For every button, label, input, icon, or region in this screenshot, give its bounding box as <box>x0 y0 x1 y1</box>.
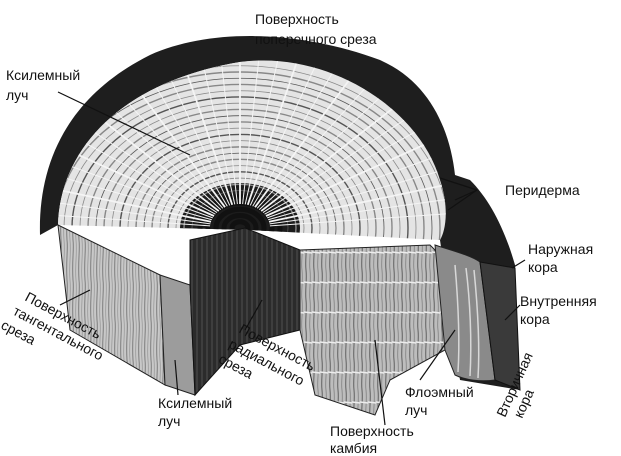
radial-face <box>299 244 446 416</box>
medullary-ray <box>268 180 446 223</box>
label-outer-bark: Наружная кора <box>528 241 597 275</box>
medullary-ray <box>265 137 440 217</box>
medullary-ray <box>264 124 429 215</box>
growth-ring <box>213 206 267 240</box>
medullary-ray <box>58 196 211 225</box>
label-xylem-ray-bottom: Ксилемный луч <box>158 395 236 429</box>
medullary-ray <box>244 60 281 205</box>
secondary-bark-face <box>479 261 521 391</box>
label-xylem-ray-top: Ксилемный луч <box>6 67 84 103</box>
medullary-ray <box>142 64 228 207</box>
medullary-ray <box>58 211 211 227</box>
medullary-ray <box>58 165 212 221</box>
label-cambium: Поверхность камбия <box>330 423 418 456</box>
medullary-ray <box>252 64 338 207</box>
medullary-ray <box>269 196 446 225</box>
label-inner-bark: Внутренняя кора <box>520 293 601 327</box>
phloem-streaks <box>454 264 480 379</box>
growth-ring <box>221 213 259 240</box>
medullary-ray <box>58 180 212 223</box>
medullary-ray <box>249 60 320 206</box>
medullary-ray <box>268 165 446 221</box>
medullary-ray <box>256 80 373 209</box>
medullary-ray <box>254 71 356 208</box>
label-cross-section: Поверхность поперечного среза <box>255 11 377 47</box>
tangential-face <box>57 224 166 386</box>
xylem-ray-face <box>159 274 196 396</box>
medullary-ray <box>262 111 417 213</box>
medullary-ray <box>179 60 234 206</box>
medullary-ray <box>160 60 231 206</box>
medullary-ray <box>267 151 446 219</box>
medullary-ray <box>269 211 446 227</box>
leader-lines <box>57 91 526 426</box>
label-phloem-ray: Флоэмный луч <box>405 384 478 418</box>
medullary-ray <box>260 100 404 212</box>
medullary-ray <box>246 60 301 206</box>
medullary-ray <box>258 89 389 210</box>
medullary-ray <box>242 60 261 205</box>
medullary-ray <box>219 60 238 205</box>
label-periderm: Перидерма <box>505 182 580 198</box>
medullary-ray <box>199 60 236 205</box>
radial-face-dark <box>189 227 301 397</box>
